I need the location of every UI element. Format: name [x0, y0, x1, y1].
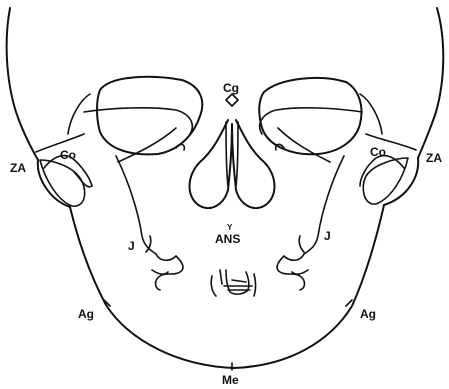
- cranial-outline-left: [7, 8, 38, 160]
- label-za-right: ZA: [426, 151, 442, 165]
- label-j-left: J: [128, 239, 135, 253]
- label-me: Me: [222, 373, 239, 387]
- label-ans-marker: Y: [227, 223, 233, 232]
- cranial-outline-right: [418, 8, 443, 158]
- ag-right-tick: [346, 300, 352, 306]
- label-j-right: J: [324, 229, 331, 243]
- label-ag-left: Ag: [78, 307, 94, 321]
- label-co-right: Co: [370, 145, 386, 159]
- molars-right: [277, 254, 308, 290]
- molars-left: [152, 254, 183, 290]
- jugal-line-right: [299, 236, 304, 252]
- condyle-left: [40, 160, 85, 206]
- label-cg: Cg: [223, 81, 239, 95]
- label-za-left: ZA: [10, 161, 26, 175]
- label-ans: ANS: [215, 232, 240, 246]
- label-ag-right: Ag: [360, 307, 376, 321]
- label-co-left: Co: [60, 148, 76, 162]
- foramen-left: [176, 144, 184, 150]
- orbit-right: [259, 78, 361, 154]
- incisors: [211, 270, 255, 296]
- crista-galli-marker: [226, 94, 238, 106]
